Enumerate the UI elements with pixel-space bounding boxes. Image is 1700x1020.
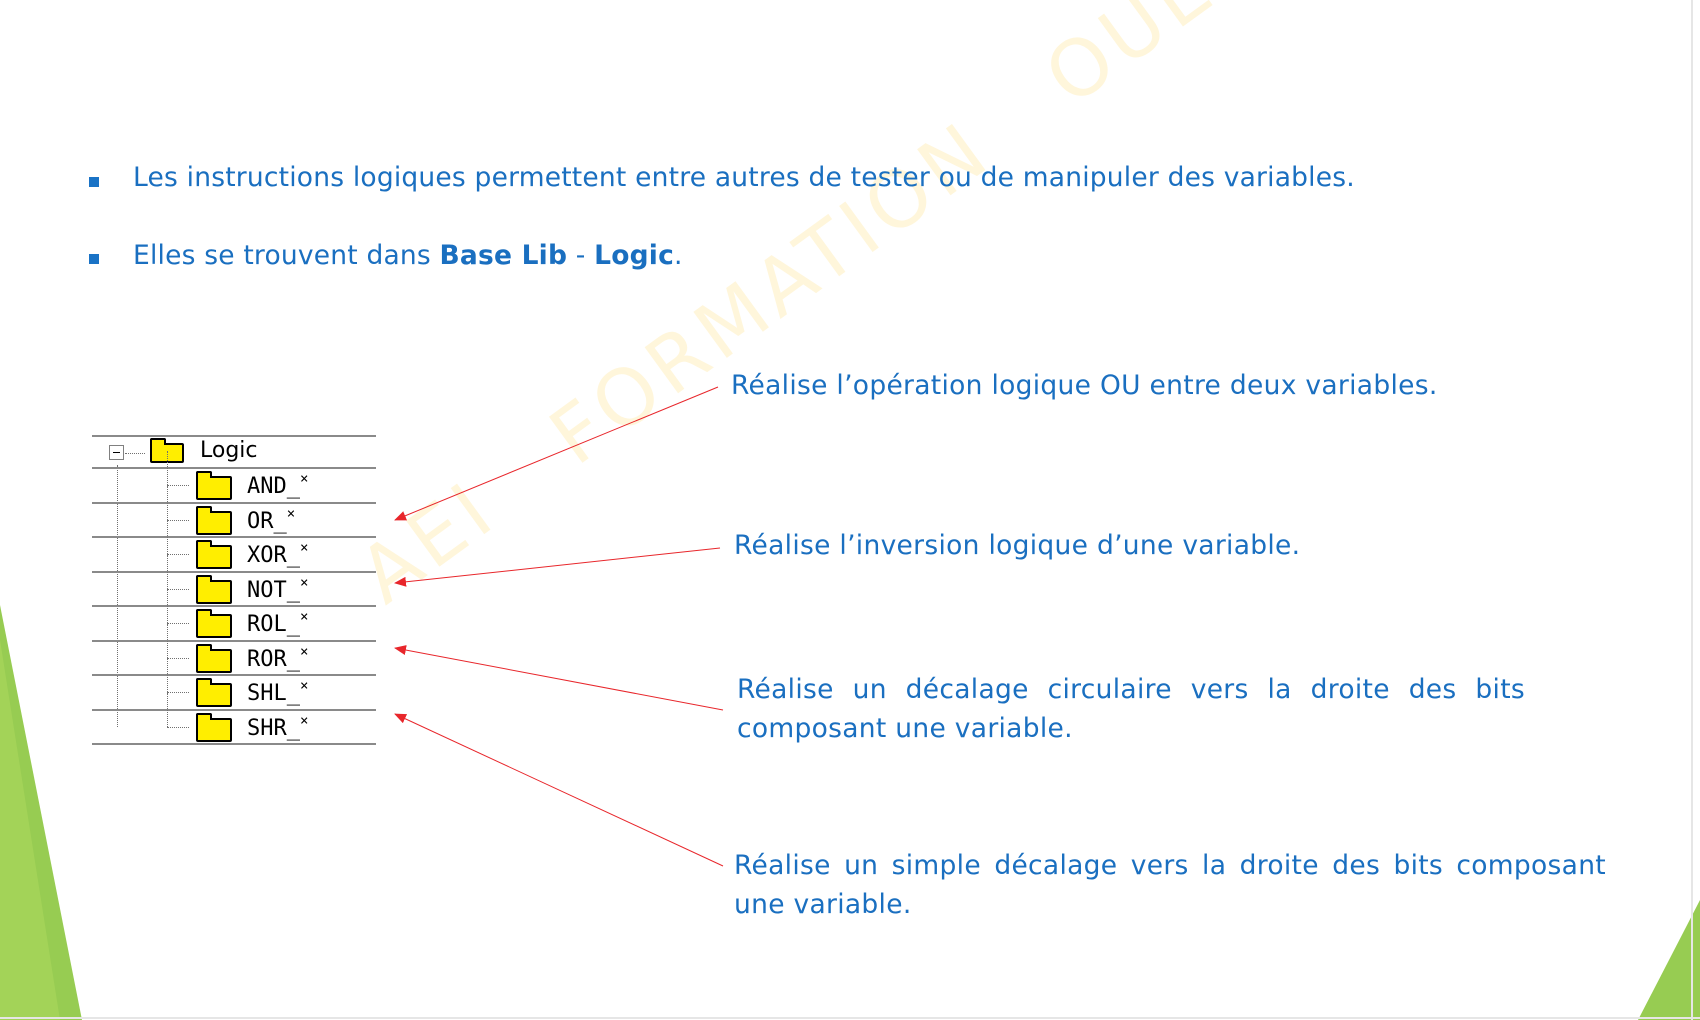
tree-item-label: NOT_× xyxy=(247,574,309,603)
arrow-or xyxy=(394,386,719,521)
tree-item-rol[interactable]: ROL_× xyxy=(92,589,376,640)
bullet-marker xyxy=(89,254,99,264)
tree-item-ror[interactable]: ROR_× xyxy=(92,623,376,675)
bullet-marker xyxy=(89,177,99,187)
tree-item-shl[interactable]: SHL_× xyxy=(92,658,376,709)
tree-root-label: Logic xyxy=(200,438,258,463)
arrow-ror xyxy=(394,645,724,711)
tree-item-label: AND_× xyxy=(247,471,309,499)
annotation-not: Réalise l’inversion logique d’une variab… xyxy=(734,530,1301,561)
bullet-text-2: Elles se trouvent dans Base Lib - Logic. xyxy=(133,240,683,271)
bullet-suffix: . xyxy=(674,240,683,271)
tree-item-xor[interactable]: XOR_× xyxy=(92,520,376,571)
logic-tree: Logic AND_× OR_× XOR_× NOT_× xyxy=(92,435,376,745)
tree-item-not[interactable]: NOT_× xyxy=(92,554,376,606)
bullet-bold-logic: Logic xyxy=(594,240,674,271)
tree-item-label: ROR_× xyxy=(247,643,309,672)
folder-icon xyxy=(196,643,232,673)
tree-item-or[interactable]: OR_× xyxy=(92,485,376,537)
tree-item-shr[interactable]: SHR_× xyxy=(92,692,376,745)
bullet-text-1: Les instructions logiques permettent ent… xyxy=(133,162,1355,193)
arrow-not xyxy=(394,547,721,587)
tree-item-label: XOR_× xyxy=(247,540,309,568)
folder-icon xyxy=(196,505,232,535)
tree-item-label: OR_× xyxy=(247,505,296,534)
annotation-ror: Réalise un décalage circulaire vers la d… xyxy=(737,674,1525,744)
folder-icon xyxy=(196,471,232,500)
folder-icon xyxy=(196,712,232,742)
annotation-shr: Réalise un simple décalage vers la droit… xyxy=(734,850,1606,920)
bullet-bold-baselib: Base Lib xyxy=(439,240,568,271)
tree-item-label: SHL_× xyxy=(247,678,309,706)
tree-item-label: SHR_× xyxy=(247,712,309,741)
folder-icon xyxy=(196,574,232,604)
tree-item-label: ROL_× xyxy=(247,609,309,637)
arrow-shr xyxy=(394,713,724,867)
bullet-sep: - xyxy=(567,240,595,271)
tree-item-and[interactable]: AND_× xyxy=(92,451,376,502)
folder-icon xyxy=(196,678,232,707)
bullet-text-prefix: Elles se trouvent dans xyxy=(133,240,440,271)
collapse-icon[interactable] xyxy=(109,445,124,460)
folder-icon xyxy=(196,609,232,638)
annotation-or: Réalise l’opération logique OU entre deu… xyxy=(731,370,1438,401)
tree-root-row[interactable]: Logic xyxy=(92,435,376,467)
folder-icon xyxy=(196,540,232,569)
